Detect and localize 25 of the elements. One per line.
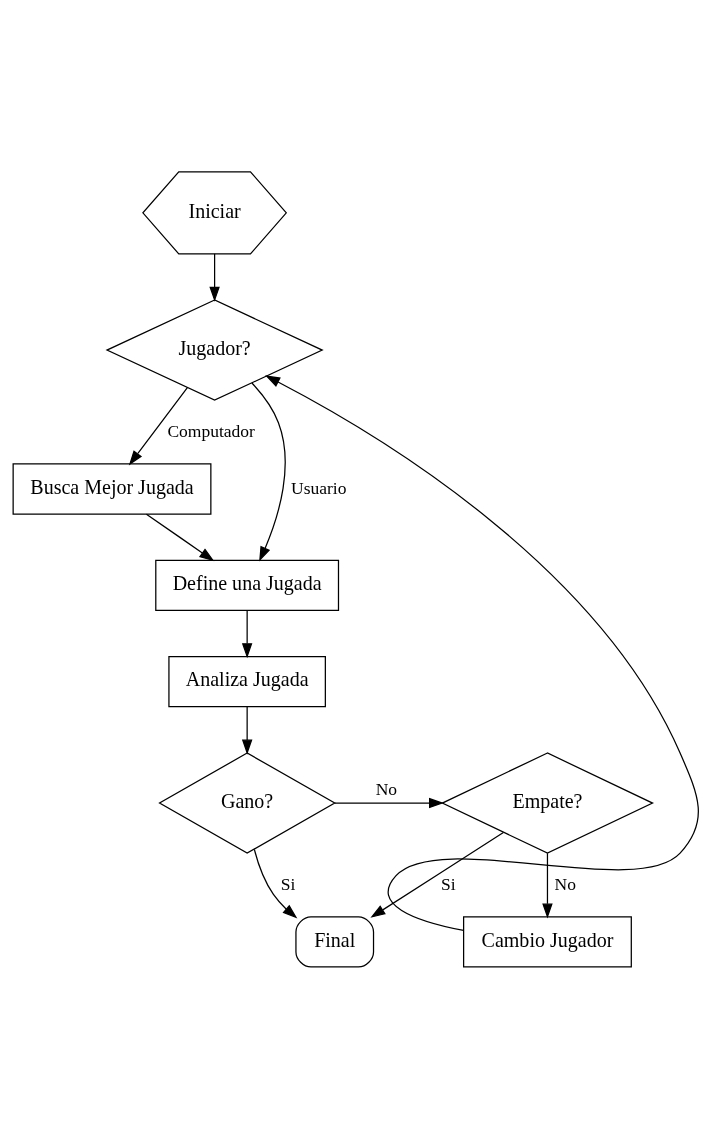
arrow [128, 386, 188, 466]
node-box: Busca Mejor Jugada [12, 463, 212, 515]
edge-label: No [375, 778, 398, 799]
arrow [370, 831, 504, 918]
arrow [209, 253, 220, 302]
edge-label: Usuario [291, 477, 347, 498]
node-diamond: Gano? [158, 752, 336, 854]
edge-label: Computador [167, 420, 255, 441]
edge-label: Si [280, 873, 296, 894]
arrow [241, 610, 253, 659]
node-box: Define una Jugada [155, 559, 340, 611]
edge-label: Si [440, 873, 456, 894]
arrow [251, 382, 286, 562]
edge-label: No [554, 873, 576, 894]
node-box: Final [295, 916, 375, 968]
arrow [241, 706, 253, 755]
node-diamond: Empate? [440, 752, 655, 854]
arrow [145, 513, 215, 562]
arrow [265, 375, 699, 932]
node-box: Cambio Jugador [463, 916, 632, 968]
node-diamond: Jugador? [105, 299, 324, 401]
arrow [253, 848, 298, 919]
node-box: Analiza Jugada [168, 656, 326, 708]
arrow [542, 852, 553, 919]
arrow [334, 797, 445, 809]
